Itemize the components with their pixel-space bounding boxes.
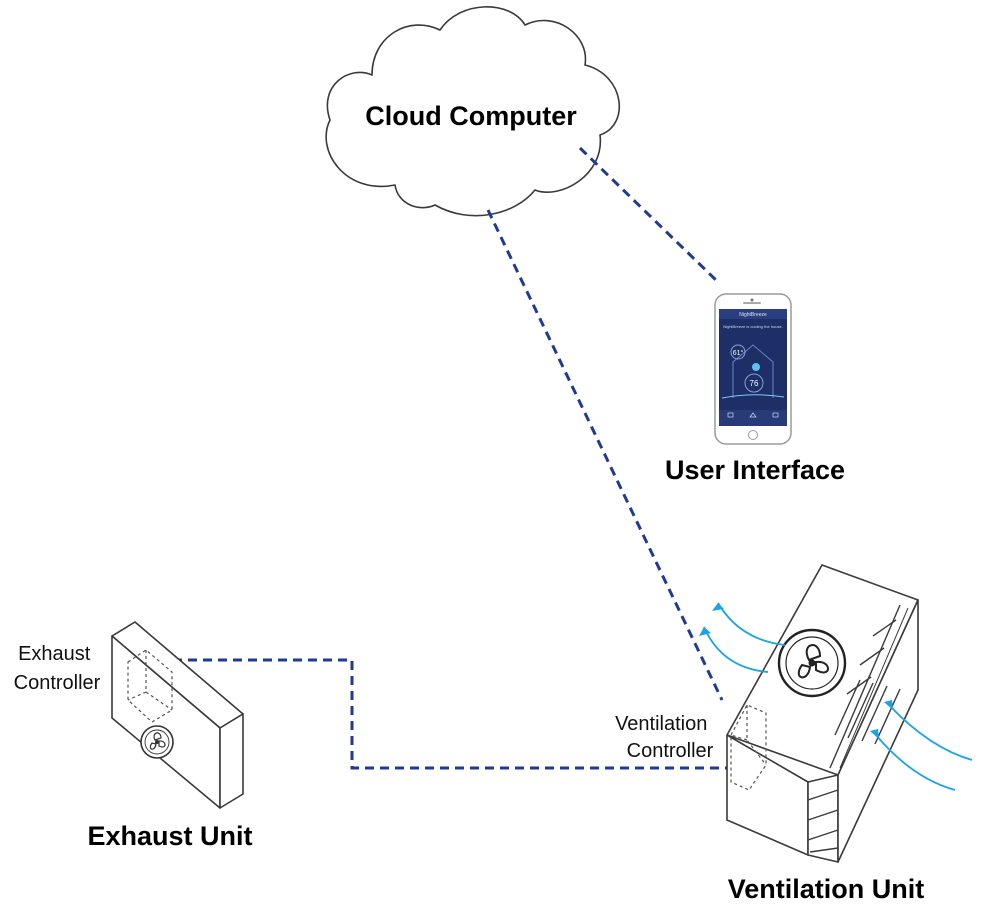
airflow-swoosh	[721, 394, 785, 399]
ventilation-controller-box	[730, 704, 767, 791]
ventilation-fan-icon	[777, 628, 847, 698]
air-out-arrow-head	[712, 603, 724, 611]
air-in-arrow-head	[870, 729, 879, 739]
air-out-arrow	[717, 602, 786, 646]
fan-mini-icon	[752, 363, 760, 371]
ventilation-unit-label: Ventilation Unit	[728, 874, 925, 904]
phone-camera-icon	[750, 298, 754, 302]
phone-tab-bar	[719, 410, 787, 426]
ventilation-controller-label: Ventilation Controller	[615, 713, 714, 762]
phone-app-header	[719, 309, 787, 319]
outdoor-temp-value: 61°	[733, 349, 744, 357]
intake-grille	[829, 604, 909, 769]
tab-home-icon	[749, 412, 757, 418]
phone-speaker	[743, 302, 761, 304]
phone-app-title: NightBreeze	[739, 312, 767, 318]
exhaust-fan-icon	[140, 725, 174, 759]
cloud-computer: Cloud Computer	[325, 6, 621, 217]
tab-grid-icon	[772, 412, 779, 418]
air-in-arrow-head	[884, 700, 893, 710]
exhaust-side-face	[219, 713, 244, 809]
air-in-arrow	[889, 705, 973, 761]
air-in-arrow	[875, 734, 956, 791]
indoor-temp-value: 76	[750, 379, 759, 388]
end-face-hatch	[807, 789, 839, 853]
exhaust-unit: Exhaust Controller Exhaust Unit	[14, 621, 253, 851]
tab-calendar-icon	[727, 412, 734, 418]
exhaust-controller-box	[127, 649, 173, 723]
indoor-temp-dial	[744, 373, 764, 393]
user-interface-phone: NightBreeze NightBreeze is cooling the h…	[665, 293, 845, 485]
air-out-arrow-head	[699, 627, 711, 636]
user-interface-label: User Interface	[665, 455, 845, 485]
link-cloud-to-phone	[578, 146, 720, 284]
data-links	[158, 146, 742, 770]
house-icon	[732, 344, 774, 398]
outdoor-temp-dial	[730, 344, 746, 360]
phone-status-text: NightBreeze is cooling the house.	[723, 324, 783, 329]
airflow-arrows	[699, 602, 973, 791]
cloud-shape	[325, 6, 621, 217]
link-cloud-to-ventilation	[486, 209, 724, 701]
exhaust-controller-label: Exhaust Controller	[14, 643, 101, 694]
air-out-arrow	[703, 626, 769, 673]
exhaust-unit-label: Exhaust Unit	[87, 821, 252, 851]
phone-home-button	[748, 430, 758, 440]
link-exhaust-to-ventilation	[158, 658, 742, 770]
cloud-computer-label: Cloud Computer	[365, 101, 577, 131]
